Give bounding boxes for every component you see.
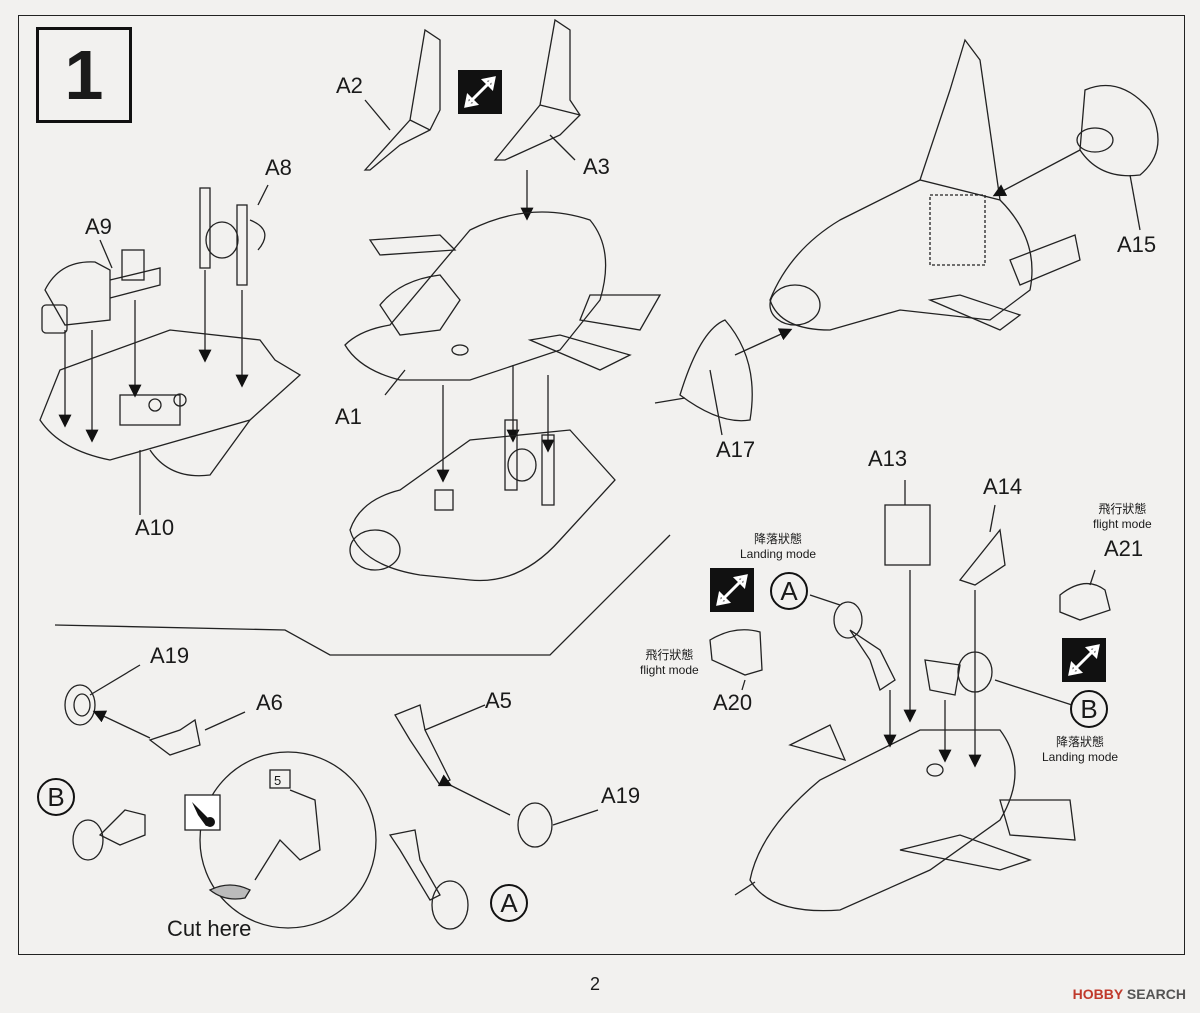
part-lower-fuselage	[349, 419, 616, 582]
page-number: 2	[590, 974, 601, 994]
swap-icon	[710, 568, 754, 612]
part-a10	[39, 329, 302, 477]
watermark: HOBBY SEARCH	[1072, 986, 1186, 1002]
label-a21: A21	[1104, 536, 1144, 561]
circle-mark-b-left: B	[37, 778, 75, 816]
part-a1	[344, 211, 662, 381]
part-a20	[709, 629, 763, 676]
circle-mark-a-bottom: A	[490, 884, 528, 922]
label-a15: A15	[1117, 232, 1157, 257]
label-a5: A5	[485, 688, 512, 713]
part-a14	[958, 528, 1006, 586]
swap-icon	[458, 70, 502, 114]
part-assembled-bottom	[734, 724, 1076, 912]
step-number: 1	[36, 27, 132, 123]
label-a8: A8	[265, 155, 292, 180]
cut-detail-circle	[199, 751, 377, 929]
page-frame	[18, 15, 1185, 955]
cutter-icon	[184, 794, 221, 831]
part-a8	[199, 187, 266, 286]
part-a15	[1076, 84, 1159, 177]
label-a3: A3	[583, 154, 610, 179]
swap-icon	[1062, 638, 1106, 682]
label-a1: A1	[335, 404, 362, 429]
label-a13: A13	[868, 446, 908, 471]
label-a19-top: A19	[150, 643, 190, 668]
label-a19-bottom: A19	[601, 783, 641, 808]
label-a9: A9	[85, 214, 112, 239]
part-a13	[884, 504, 931, 566]
detail-ref-number: 5	[274, 773, 282, 788]
part-a17	[654, 319, 753, 422]
cut-here-label: Cut here	[167, 916, 252, 941]
part-a3	[493, 18, 581, 161]
part-a2	[363, 28, 441, 171]
part-assembled-top	[769, 38, 1081, 331]
label-a2: A2	[336, 73, 363, 98]
label-a17: A17	[716, 437, 756, 462]
part-a9	[41, 249, 161, 334]
label-a14: A14	[983, 474, 1023, 499]
circle-mark-a-top: A	[770, 572, 808, 610]
section-divider	[54, 534, 671, 656]
circle-mark-b-right: B	[1070, 690, 1108, 728]
label-a20: A20	[713, 690, 753, 715]
part-a21	[1059, 583, 1111, 621]
label-a10: A10	[135, 515, 175, 540]
label-a6: A6	[256, 690, 283, 715]
